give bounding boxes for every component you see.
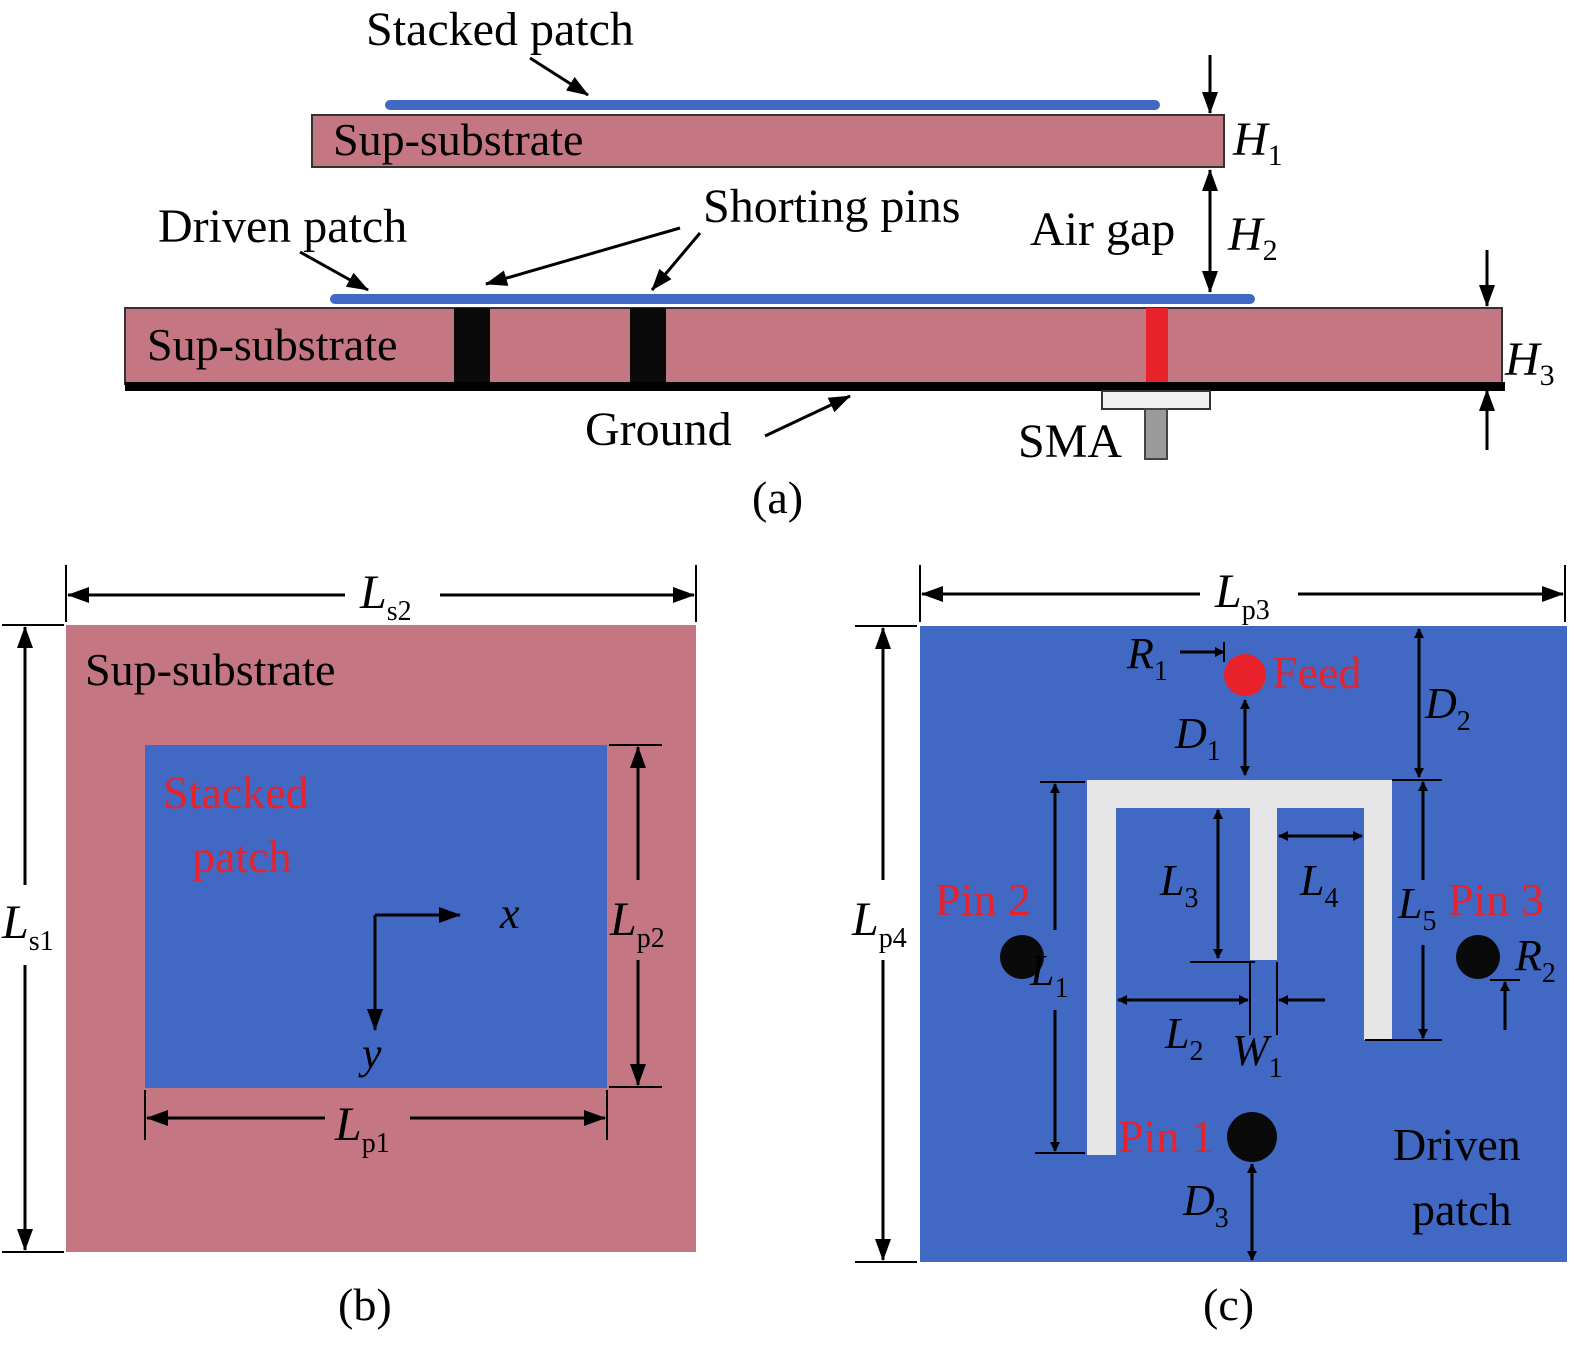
svg-text:D1: D1 [1174, 709, 1221, 767]
sma-flange [1101, 390, 1211, 410]
d2-label: D2 [1424, 679, 1471, 737]
svg-text:W1: W1 [1232, 1026, 1283, 1084]
feed-point [1224, 654, 1266, 696]
stacked-patch-label: Stacked patch [366, 3, 634, 56]
svg-text:Lp1: Lp1 [334, 1098, 390, 1159]
svg-text:Lp3: Lp3 [1214, 565, 1270, 626]
sma-pin [1144, 408, 1168, 460]
shorting-pin-arrow-2 [650, 232, 702, 291]
air-gap-label: Air gap [1030, 203, 1175, 256]
substrate-label-b: Sup-substrate [85, 644, 335, 695]
svg-text:R2: R2 [1514, 931, 1556, 989]
stacked-patch-label-b2: patch [192, 831, 292, 882]
pin-3-label: Pin 3 [1448, 874, 1544, 925]
feed-probe-side [1146, 308, 1168, 384]
svg-text:L3: L3 [1159, 856, 1198, 914]
svg-text:Lp2: Lp2 [609, 893, 665, 954]
l4-label: L4 [1299, 856, 1338, 914]
h2-label: H2 [1227, 208, 1278, 267]
pin-2-dot [1000, 935, 1044, 979]
lp4-label: Lp4 [851, 893, 907, 954]
caption-a: (a) [752, 472, 803, 523]
svg-text:Ls1: Ls1 [1, 896, 54, 957]
r2-label: R2 [1514, 931, 1556, 989]
h3-label: H3 [1504, 333, 1555, 392]
d3-label: D3 [1182, 1176, 1229, 1234]
ls2-label: Ls2 [359, 566, 412, 627]
driven-patch-side [330, 294, 1255, 304]
panel-c: Feed Pin 2 Pin 3 Pin 1 Driven patch Lp3 … [851, 565, 1567, 1330]
upper-substrate-side [311, 114, 1225, 168]
ground-arrow [764, 394, 851, 438]
l5-label: L5 [1397, 879, 1436, 937]
lp3-label: Lp3 [1214, 565, 1270, 626]
lower-substrate-label: Sup-substrate [147, 319, 397, 370]
lp1-label: Lp1 [334, 1098, 390, 1159]
panel-b: Sup-substrate Stacked patch x y Ls2 Ls1 … [1, 565, 697, 1330]
x-axis-label: x [499, 889, 520, 938]
stacked-patch-label-b1: Stacked [163, 767, 309, 818]
l1-label: L1 [1029, 946, 1068, 1004]
d1-label: D1 [1174, 709, 1221, 767]
svg-text:Ls2: Ls2 [359, 566, 412, 627]
stacked-patch-side [385, 100, 1160, 110]
h1-label: H1 [1232, 113, 1283, 172]
shorting-pin-side-1 [454, 308, 490, 384]
sma-label: SMA [1018, 415, 1122, 468]
caption-c: (c) [1203, 1279, 1254, 1330]
pin-1-dot [1227, 1112, 1277, 1162]
pin-2-label: Pin 2 [935, 874, 1031, 925]
svg-text:L2: L2 [1164, 1009, 1203, 1067]
shorting-pins-label: Shorting pins [703, 180, 960, 233]
svg-text:H2: H2 [1227, 208, 1278, 267]
svg-text:L4: L4 [1299, 856, 1338, 914]
svg-text:D3: D3 [1182, 1176, 1229, 1234]
ls1-label: Ls1 [1, 896, 54, 957]
r1-label: R1 [1126, 629, 1168, 687]
pin-1-label: Pin 1 [1118, 1111, 1214, 1162]
shorting-pin-arrow-1 [485, 226, 681, 286]
driven-patch-label-c1: Driven [1393, 1119, 1521, 1170]
driven-patch-label-c2: patch [1412, 1184, 1512, 1235]
stacked-patch-arrow [529, 56, 589, 97]
svg-text:Lp4: Lp4 [851, 893, 907, 954]
ground-label: Ground [585, 403, 732, 456]
ground-plane-side [125, 382, 1505, 391]
caption-b: (b) [338, 1279, 392, 1330]
y-axis-label: y [358, 1029, 382, 1078]
driven-patch-arrow [299, 250, 369, 292]
panel-a: Sup-substrate Stacked patch H1 Air gap H… [124, 3, 1555, 523]
l2-label: L2 [1164, 1009, 1203, 1067]
lower-substrate-side [124, 307, 1503, 385]
pin-3-dot [1456, 935, 1500, 979]
driven-patch-label: Driven patch [158, 200, 407, 253]
l3-label: L3 [1159, 856, 1198, 914]
svg-text:R1: R1 [1126, 629, 1168, 687]
svg-text:L5: L5 [1397, 879, 1436, 937]
svg-text:L1: L1 [1029, 946, 1068, 1004]
lp2-label: Lp2 [609, 893, 665, 954]
svg-text:H1: H1 [1232, 113, 1283, 172]
w1-label: W1 [1232, 1026, 1283, 1084]
feed-label: Feed [1272, 647, 1361, 698]
upper-substrate-label: Sup-substrate [333, 114, 583, 165]
svg-text:H3: H3 [1504, 333, 1555, 392]
svg-text:D2: D2 [1424, 679, 1471, 737]
shorting-pin-side-2 [630, 308, 666, 384]
